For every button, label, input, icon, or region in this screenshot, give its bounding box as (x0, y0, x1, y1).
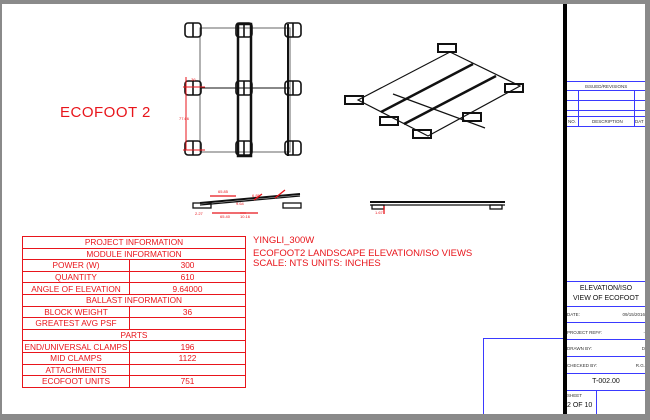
row-label: MID CLAMPS (22, 351, 130, 365)
drawn-by-value: D (641, 346, 645, 351)
title-block: ISSUED/REVISIONS NO. DESCRIPTION DAT ELE… (567, 4, 645, 414)
row-label: ECOFOOT UNITS (22, 375, 130, 388)
table-row: ATTACHMENTS (22, 363, 246, 377)
checked-by-value: R.G. (635, 363, 645, 368)
row-value: 1122 (129, 351, 246, 365)
row-label: QUANTITY (22, 270, 130, 284)
row-value: 751 (129, 375, 246, 388)
front-elevation (370, 201, 505, 214)
row-value (129, 363, 246, 377)
drawing-number: T-002.00 (592, 378, 620, 385)
row-value: 36 (129, 305, 246, 319)
row-value: 196 (129, 340, 246, 353)
drawing-title: ECOFOOT 2 (60, 104, 151, 121)
row-label: END/UNIVERSAL CLAMPS (22, 340, 130, 353)
section-header: PROJECT INFORMATION (22, 236, 246, 249)
table-row: GREATEST AVG PSF (22, 317, 246, 330)
table-row: MODULE INFORMATION (22, 247, 246, 261)
rev-col-date: DAT (635, 119, 644, 124)
drawn-by-label: DRAWN BY: (567, 346, 593, 351)
revisions-title: ISSUED/REVISIONS (584, 84, 628, 89)
dim-side-6: 10.16 (240, 214, 251, 219)
dim-side-4: 2.27 (195, 211, 204, 216)
iso-view (344, 43, 524, 139)
row-value: 610 (129, 270, 246, 284)
dim-side-1: 65.85 (218, 189, 229, 194)
row-label: ANGLE OF ELEVATION (22, 282, 130, 295)
view-description: ECOFOOT2 LANDSCAPE ELEVATION/ISO VIEWS (253, 248, 473, 259)
date-label: DATE: (567, 312, 580, 317)
table-row: PARTS (22, 328, 246, 342)
drawing-notes: YINGLI_300W ECOFOOT2 LANDSCAPE ELEVATION… (253, 236, 472, 269)
dim-plan-length: 77.66 (179, 116, 190, 121)
table-row: PROJECT INFORMATION (22, 236, 246, 249)
side-elevation (192, 189, 302, 214)
dim-side-2: 6.85 (252, 193, 261, 198)
row-label: GREATEST AVG PSF (22, 317, 130, 330)
plan-view (184, 22, 302, 158)
sheet-value: 2 OF 10 (567, 402, 593, 409)
row-value (129, 317, 246, 330)
row-label: POWER (W) (22, 259, 130, 272)
section-header: PARTS (22, 328, 246, 342)
rev-col-description: DESCRIPTION (592, 119, 623, 124)
module-name: YINGLI_300W (253, 235, 315, 246)
sheet-title-2: VIEW OF ECOFOOT (572, 295, 640, 302)
sheet-title-1: ELEVATION/ISO (579, 285, 633, 292)
date-value: 09/15/2016 (622, 312, 645, 317)
border-line (563, 4, 567, 414)
table-row: BALLAST INFORMATION (22, 293, 246, 307)
project-ref-label: PROJECT REF#: (567, 330, 602, 335)
section-header: BALLAST INFORMATION (22, 293, 246, 307)
scale-units: SCALE: NTS UNITS: INCHES (253, 258, 381, 269)
rev-col-no: NO. (568, 119, 577, 124)
table-row: POWER (W)300 (22, 259, 246, 272)
section-header: MODULE INFORMATION (22, 247, 246, 261)
row-value: 9.64000 (129, 282, 246, 295)
plan-dimension (183, 77, 205, 151)
sheet-label: SHEET (567, 393, 583, 398)
row-label: ATTACHMENTS (22, 363, 130, 377)
project-ref-value: - (643, 330, 646, 335)
stamp-box (483, 338, 563, 414)
row-value: 300 (129, 259, 246, 272)
dim-side-5: 65.40 (220, 214, 231, 219)
dim-plan-gap: .36 (190, 77, 196, 82)
checked-by-label: CHECKED BY: (567, 363, 598, 368)
row-label: BLOCK WEIGHT (22, 305, 130, 319)
dim-elev-1: 1.67 (375, 210, 384, 215)
dim-side-3: 9.64 (236, 201, 245, 206)
